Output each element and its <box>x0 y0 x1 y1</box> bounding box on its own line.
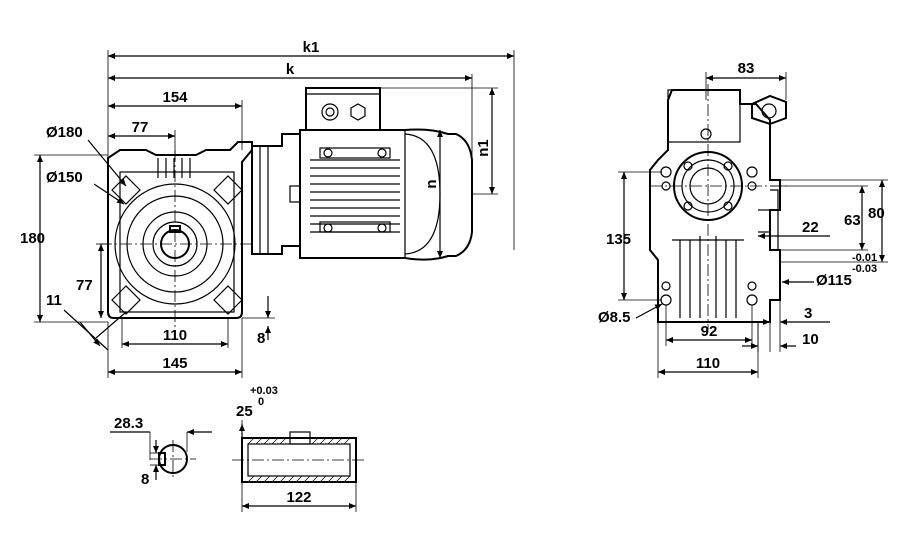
dim-77-side: 77 <box>76 277 93 294</box>
front-view: k1 k 154 77 Ø180 Ø150 180 77 11 <box>20 39 515 378</box>
dim-n: n <box>423 179 440 188</box>
dim-28-3: 28.3 <box>114 415 143 432</box>
dim-k: k <box>286 61 295 78</box>
dim-11: 11 <box>46 292 62 309</box>
dim-3: 3 <box>804 305 812 322</box>
dim-77-top: 77 <box>132 119 149 136</box>
tol-neg2: -0.03 <box>852 263 877 275</box>
dim-8-key: 8 <box>141 471 149 488</box>
dim-92: 92 <box>701 323 718 340</box>
dim-n1: n1 <box>475 139 492 157</box>
motor-fins <box>310 159 400 233</box>
dim-22: 22 <box>802 219 819 236</box>
dim-80: 80 <box>868 205 885 222</box>
gearbox-fins <box>157 158 191 178</box>
dim-dia150: Ø150 <box>46 169 83 186</box>
dim-110-bottom: 110 <box>163 327 187 344</box>
dim-k1: k1 <box>303 39 320 56</box>
dim-8-right: 8 <box>257 330 265 347</box>
dim-63: 63 <box>844 212 861 229</box>
side-view: 83 135 Ø8.5 22 63 80 -0.01 -0.03 Ø115 3 <box>598 60 888 378</box>
shaft-detail: 28.3 8 <box>110 385 366 512</box>
dim-122: 122 <box>286 489 311 506</box>
tol-pos1: +0.03 <box>250 385 278 397</box>
dim-110-side: 110 <box>696 355 720 372</box>
section-hatching <box>247 437 351 483</box>
dim-135: 135 <box>606 231 631 248</box>
dim-dia8-5: Ø8.5 <box>598 309 631 326</box>
dim-145: 145 <box>162 355 187 372</box>
dim-dia180: Ø180 <box>46 124 83 141</box>
dim-83: 83 <box>738 60 755 77</box>
dim-154: 154 <box>162 89 188 106</box>
tol-neg1: -0.01 <box>852 252 877 264</box>
dim-10: 10 <box>802 331 819 348</box>
tol-pos2: 0 <box>258 396 264 408</box>
dim-25: 25 <box>236 403 253 420</box>
dim-180-side: 180 <box>20 230 45 247</box>
dim-dia115: Ø115 <box>816 272 852 289</box>
